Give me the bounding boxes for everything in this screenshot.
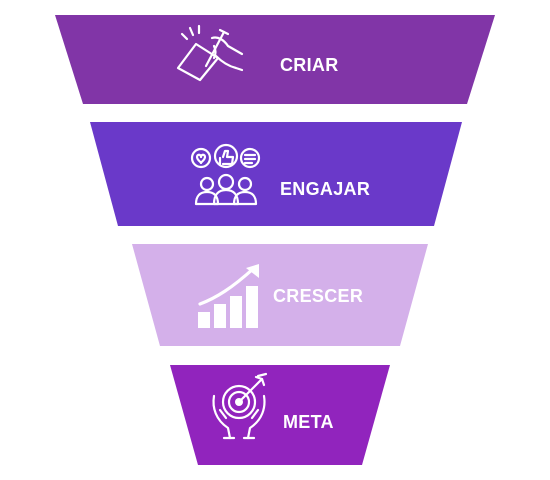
- audience-engagement-icon: [190, 143, 261, 206]
- target-in-hands-icon: [212, 372, 268, 440]
- hand-writing-icon: [176, 24, 244, 82]
- stage-label-engajar: ENGAJAR: [280, 179, 370, 199]
- funnel-segment-1: [55, 15, 495, 104]
- stage-label-meta: META: [283, 412, 334, 432]
- funnel-segment-4: [170, 365, 390, 465]
- funnel-segment-2: [90, 122, 462, 226]
- funnel-stage-engajar: ENGAJAR: [90, 122, 462, 226]
- funnel-stage-crescer: CRESCER: [132, 244, 428, 346]
- stage-label-crescer: CRESCER: [273, 286, 363, 306]
- stage-label-criar: CRIAR: [280, 55, 339, 75]
- growth-chart-icon: [198, 264, 259, 328]
- funnel-stage-criar: CRIAR: [55, 15, 495, 104]
- funnel-stage-meta: META: [170, 365, 390, 465]
